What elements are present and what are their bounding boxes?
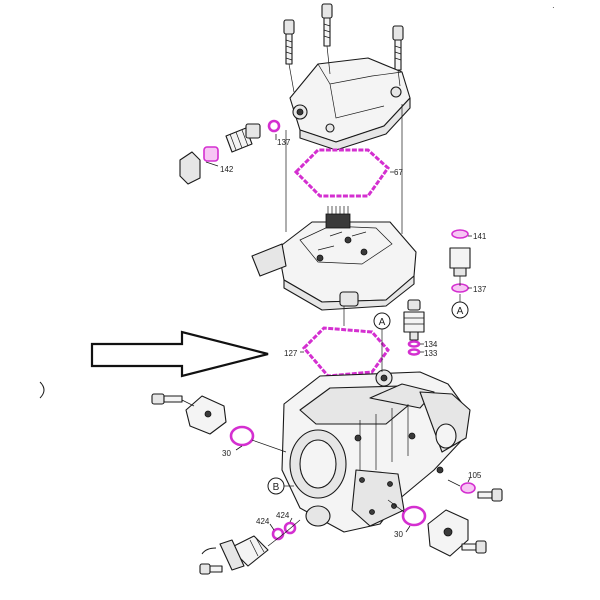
callout-424-left: 424 [256,517,270,526]
lower-gasket [301,326,390,378]
side-connector [179,119,281,185]
pump-housing [281,369,471,533]
right-flange [401,482,503,557]
callout-127: 127 [284,349,298,358]
top-screw-right [392,25,404,71]
right-flange-leader [387,479,461,513]
pointer-arrow [90,330,269,378]
cover-leader-lines [285,104,403,234]
edge-mark [39,381,45,399]
svg-text:A: A [379,317,386,328]
upper-gasket [293,148,390,198]
right-plug [449,229,471,293]
top-cover [289,57,411,151]
top-screw-left [283,19,295,65]
top-screw-middle [321,3,333,47]
callout-67: 67 [394,168,403,177]
bottom-sensor [199,521,297,575]
corner-dot: · [552,3,555,12]
view-marker-a-top: A [373,312,391,372]
callout-141: 141 [473,232,487,241]
left-flange-leader [181,399,287,453]
view-marker-a-right: A [451,294,469,319]
svg-text:B: B [273,482,280,493]
sensor-leader [267,519,301,547]
screw-leader-lines [288,45,401,93]
callout-142: 142 [220,165,234,174]
callout-30-right: 30 [394,530,403,539]
svg-text:A: A [457,306,464,317]
callout-424-right: 424 [276,511,290,520]
callout-133: 133 [424,349,438,358]
valve-assembly [403,299,425,356]
callout-137-right: 137 [473,285,487,294]
left-flange [151,393,255,447]
callout-105: 105 [468,471,482,480]
control-unit [251,206,417,311]
view-marker-b: B [267,477,294,495]
callout-30-left: 30 [222,449,231,458]
callout-leaders [205,134,472,533]
callout-137-top: 137 [277,138,291,147]
callout-134: 134 [424,340,438,349]
